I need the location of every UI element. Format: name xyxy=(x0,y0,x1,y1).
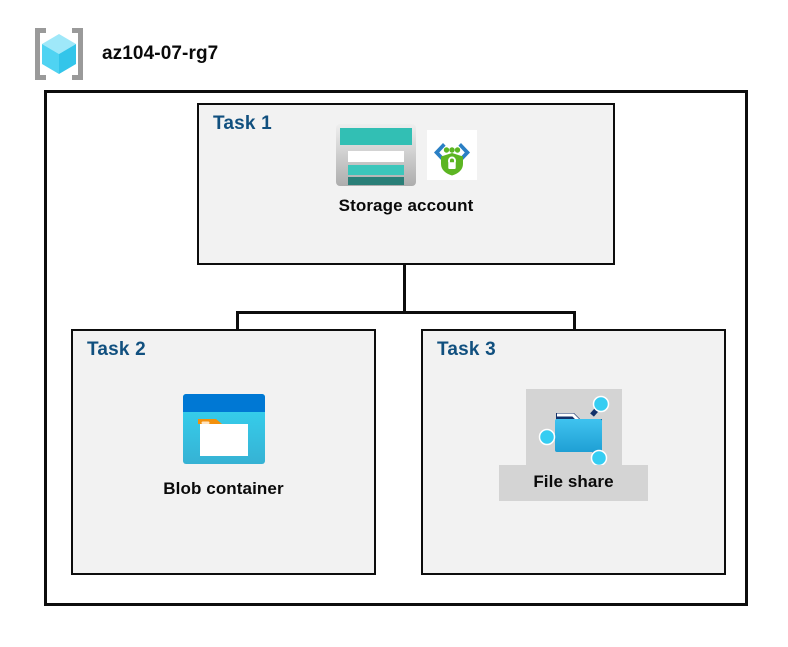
storage-account-icon xyxy=(335,123,417,187)
node-file-share[interactable]: File share xyxy=(423,389,724,501)
resource-group-header: az104-07-rg7 xyxy=(30,26,218,82)
panel-task1[interactable]: Task 1 xyxy=(197,103,615,265)
resource-group-title: az104-07-rg7 xyxy=(102,43,219,64)
connector-trunk xyxy=(403,265,406,314)
blob-container-icon xyxy=(182,393,266,465)
panel-task2[interactable]: Task 2 xyxy=(71,329,376,575)
connector-crossbar xyxy=(236,311,576,314)
panel-task2-title: Task 2 xyxy=(87,339,146,360)
panel-task3[interactable]: Task 3 xyxy=(421,329,726,575)
node-storage-account[interactable]: Storage account xyxy=(199,123,613,216)
node-file-share-caption: File share xyxy=(533,472,614,491)
storage-account-icon-row xyxy=(335,123,477,187)
panel-task3-title: Task 3 xyxy=(437,339,496,360)
secure-endpoint-shield-icon xyxy=(427,130,477,180)
file-share-folder-icon xyxy=(536,393,612,467)
panel-task1-title: Task 1 xyxy=(213,113,272,134)
node-blob-container[interactable]: Blob container xyxy=(73,393,374,499)
file-share-icon-row xyxy=(525,389,622,469)
node-blob-container-caption: Blob container xyxy=(163,479,284,498)
node-storage-account-caption: Storage account xyxy=(338,196,474,215)
blob-container-icon-row xyxy=(182,393,266,465)
file-share-caption-highlight: File share xyxy=(499,465,648,501)
resource-group-cube-icon xyxy=(30,26,88,82)
